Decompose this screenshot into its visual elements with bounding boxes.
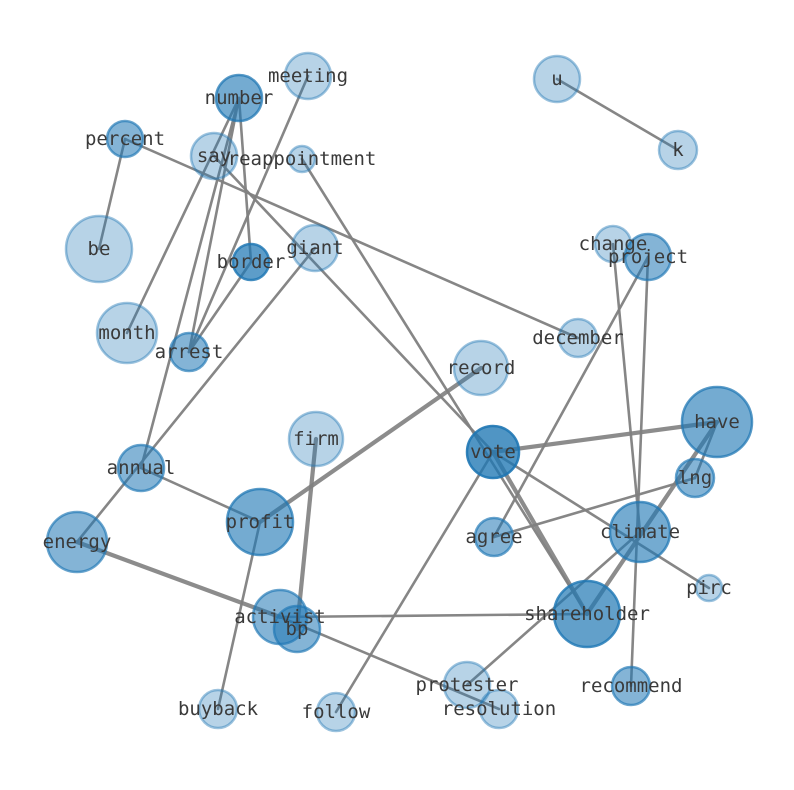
node-giant — [290, 223, 340, 273]
node-k — [657, 129, 699, 171]
node-label-u: u — [551, 68, 562, 90]
node-label-bp: bp — [286, 618, 309, 640]
node-have — [680, 385, 754, 459]
node-label-december: december — [532, 327, 624, 349]
node-u — [532, 54, 582, 104]
node-project — [623, 232, 673, 282]
node-month — [95, 301, 159, 365]
node-label-month: month — [98, 322, 155, 344]
edge-giant-energy — [75, 246, 317, 544]
node-label-shareholder: shareholder — [524, 603, 650, 625]
node-layer — [45, 51, 754, 733]
node-label-firm: firm — [293, 428, 339, 450]
node-agree — [473, 516, 515, 558]
node-label-say: say — [197, 145, 231, 167]
node-label-protester: protester — [416, 674, 519, 696]
node-label-profit: profit — [226, 511, 295, 533]
edge-say-vote — [212, 154, 495, 454]
edge-record-profit — [257, 365, 484, 525]
node-december — [557, 317, 599, 359]
node-firm — [287, 410, 345, 468]
edge-lng-agree — [492, 476, 697, 539]
node-profit — [225, 487, 295, 557]
node-label-vote: vote — [470, 441, 516, 463]
node-label-energy: energy — [43, 531, 112, 553]
node-follow — [315, 691, 357, 733]
node-shareholder — [552, 579, 622, 649]
node-label-arrest: arrest — [155, 341, 224, 363]
node-resolution — [478, 688, 520, 730]
node-label-have: have — [694, 411, 740, 433]
edge-number-annual — [139, 96, 241, 470]
node-lng — [674, 457, 716, 499]
edge-number-arrest — [187, 96, 241, 354]
node-label-annual: annual — [107, 457, 176, 479]
node-percent — [105, 119, 145, 159]
node-label-meeting: meeting — [268, 65, 348, 87]
edge-energy-activist — [74, 539, 283, 620]
node-label-climate: climate — [600, 521, 680, 543]
edge-vote-have — [490, 419, 720, 455]
edge-meeting-arrest — [187, 74, 310, 354]
node-label-record: record — [447, 357, 516, 379]
node-climate — [608, 500, 672, 564]
node-border — [231, 242, 271, 282]
node-record — [452, 339, 510, 397]
node-label-recommend: recommend — [580, 675, 683, 697]
edge-u-k — [555, 77, 680, 152]
node-annual — [116, 443, 166, 493]
node-label-buyback: buyback — [178, 698, 259, 720]
node-buyback — [197, 688, 239, 730]
edge-number-month — [125, 96, 241, 335]
node-number — [214, 73, 264, 123]
node-label-k: k — [672, 139, 684, 161]
edge-vote-pirc — [491, 450, 711, 590]
node-label-project: project — [608, 246, 688, 268]
edge-project-agree — [492, 255, 650, 539]
edge-project-recommend — [629, 255, 650, 688]
node-label-activist: activist — [234, 606, 326, 628]
node-label-reappointment: reappointment — [228, 148, 377, 170]
edge-number-border — [237, 96, 253, 264]
node-label-resolution: resolution — [442, 698, 556, 720]
node-label-follow: follow — [302, 701, 371, 723]
node-label-border: border — [217, 251, 286, 273]
node-vote — [465, 424, 521, 480]
edge-reappointment-shareholder — [300, 157, 589, 616]
node-label-lng: lng — [678, 467, 712, 489]
node-energy — [45, 510, 109, 574]
edge-vote-follow — [334, 450, 495, 714]
node-label-change: change — [579, 233, 648, 255]
node-label-number: number — [205, 87, 274, 109]
node-label-percent: percent — [85, 128, 165, 150]
node-label-agree: agree — [465, 526, 522, 548]
node-bp — [272, 604, 322, 654]
node-be — [64, 214, 134, 284]
node-label-be: be — [88, 238, 111, 260]
edge-change-climate — [611, 242, 642, 534]
node-pirc — [694, 573, 724, 603]
edge-activist-shareholder — [278, 612, 589, 619]
node-arrest — [168, 331, 210, 373]
node-protester — [442, 660, 492, 710]
node-label-pirc: pirc — [686, 577, 732, 599]
node-label-giant: giant — [286, 237, 343, 259]
node-recommend — [610, 665, 652, 707]
node-meeting — [283, 51, 333, 101]
node-reappointment — [287, 144, 317, 174]
node-say — [189, 131, 239, 181]
